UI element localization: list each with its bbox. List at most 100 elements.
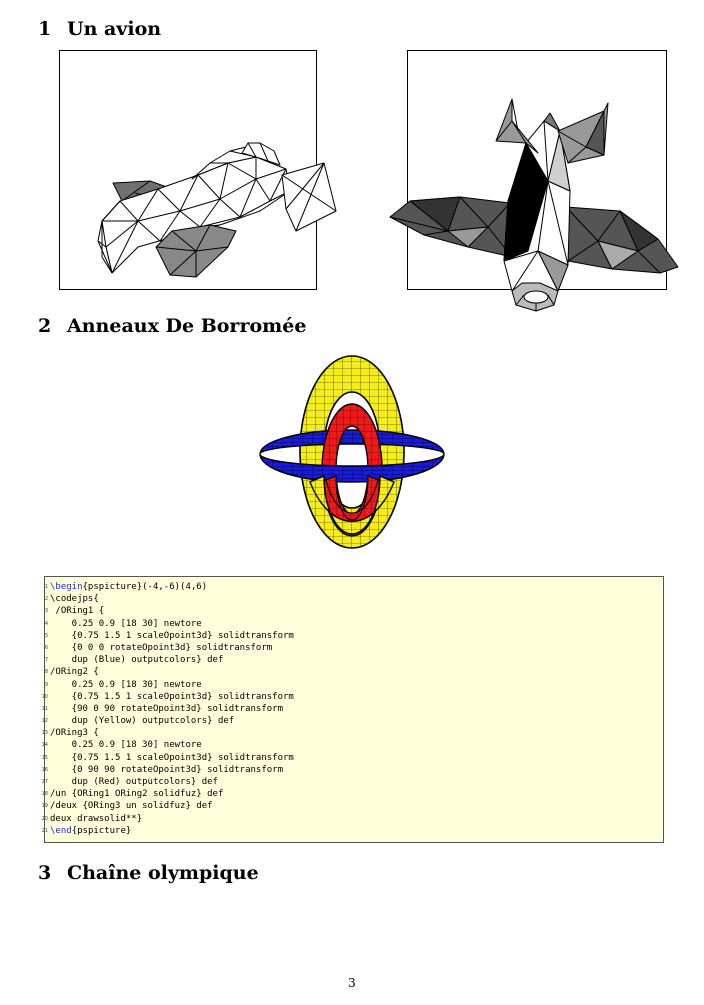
section-title: Un avion — [67, 18, 162, 40]
code-content: /ORing2 { — [50, 667, 99, 678]
code-line: 10 {0.75 1.5 1 scaleOpoint3d} solidtrans… — [42, 691, 663, 703]
code-text: {90 0 90 rotateOpoint3d} solidtransform — [50, 703, 283, 715]
code-line: 6 {0 0 0 rotateOpoint3d} solidtransform — [45, 642, 663, 654]
line-number: 10 — [41, 693, 48, 700]
code-line: 4 0.25 0.9 [18 30] newtore — [45, 618, 663, 630]
blue-ring-back — [259, 429, 445, 455]
yellow-ring-front — [309, 474, 395, 535]
code-text: {0 0 0 rotateOpoint3d} solidtransform — [50, 642, 273, 654]
code-keyword: \end — [50, 825, 72, 836]
section-number: 2 — [38, 315, 52, 337]
line-number: 18 — [41, 791, 48, 798]
code-line: 19/deux {ORing3 un solidfuz} def — [42, 800, 663, 812]
section-number: 1 — [38, 18, 52, 40]
code-line: 1\begin{pspicture}(-4,-6)(4,6) — [45, 581, 663, 593]
line-number: 15 — [41, 754, 48, 761]
line-number: 1 — [44, 584, 48, 590]
code-content: {90 0 90 rotateOpoint3d} solidtransform — [50, 703, 283, 714]
section-title: Anneaux De Borromée — [67, 315, 307, 337]
red-ring-front — [325, 475, 379, 521]
code-line: 16 {0 90 90 rotateOpoint3d} solidtransfo… — [42, 764, 663, 776]
code-line: 8/ORing2 { — [45, 666, 663, 678]
code-listing: 1\begin{pspicture}(-4,-6)(4,6)2\codejps{… — [42, 576, 664, 843]
code-content: {0.75 1.5 1 scaleOpoint3d} solidtransfor… — [50, 630, 294, 641]
code-content: /ORing1 { — [50, 606, 105, 617]
code-line: 2\codejps{ — [45, 593, 663, 605]
line-number: 17 — [41, 779, 48, 785]
line-number: 5 — [44, 632, 48, 639]
airplane-wireframe-drawing — [97, 142, 337, 278]
code-line: 17 dup (Red) outputcolors} def — [42, 776, 663, 788]
airplane-wireframe-figure — [59, 50, 337, 290]
code-text: dup (Blue) outputcolors} def — [50, 654, 224, 666]
line-number: 4 — [44, 620, 48, 627]
code-text: \begin{pspicture}(-4,-6)(4,6) — [50, 581, 207, 593]
code-content: 0.25 0.9 [18 30] newtore — [50, 679, 202, 690]
code-content: dup (Blue) outputcolors} def — [50, 655, 224, 666]
code-content: /deux {ORing3 un solidfuz} def — [50, 801, 213, 812]
line-number: 6 — [44, 644, 48, 651]
code-text: 0.25 0.9 [18 30] newtore — [50, 739, 202, 751]
code-content: dup (Yellow) outputcolors} def — [50, 716, 235, 727]
code-text: 0.25 0.9 [18 30] newtore — [50, 618, 202, 630]
code-content: /ORing3 { — [50, 728, 99, 739]
code-text: {0.75 1.5 1 scaleOpoint3d} solidtransfor… — [50, 691, 294, 703]
section-number: 3 — [38, 862, 52, 884]
airplane-shaded-drawing — [389, 98, 679, 312]
line-number: 3 — [44, 608, 48, 615]
line-number: 14 — [41, 742, 48, 749]
code-content: 0.25 0.9 [18 30] newtore — [50, 618, 202, 629]
code-text: /ORing2 { — [50, 666, 99, 678]
code-content: deux drawsolid**} — [50, 813, 143, 824]
code-line: 18/un {ORing1 ORing2 solidfuz} def — [42, 788, 663, 800]
code-line: 9 0.25 0.9 [18 30] newtore — [45, 679, 663, 691]
line-number: 20 — [41, 815, 48, 822]
code-content: {0 0 0 rotateOpoint3d} solidtransform — [50, 642, 273, 653]
code-content: /un {ORing1 ORing2 solidfuz} def — [50, 789, 224, 800]
code-text: dup (Red) outputcolors} def — [50, 776, 218, 788]
line-number: 7 — [44, 657, 48, 664]
borromean-rings-drawing — [259, 355, 445, 549]
code-line: 5 {0.75 1.5 1 scaleOpoint3d} solidtransf… — [45, 630, 663, 642]
code-text: dup (Yellow) outputcolors} def — [50, 715, 235, 727]
code-line: 7 dup (Blue) outputcolors} def — [45, 654, 663, 666]
code-text: deux drawsolid**} — [50, 813, 142, 825]
section-heading-2: 2 Anneaux De Borromée — [38, 315, 306, 337]
line-number: 12 — [41, 718, 48, 725]
blue-ring-front — [259, 453, 445, 483]
code-line: 12 dup (Yellow) outputcolors} def — [42, 715, 663, 727]
code-line: 14 0.25 0.9 [18 30] newtore — [42, 739, 663, 751]
code-keyword: \begin — [50, 582, 83, 592]
code-text: /ORing1 { — [50, 605, 104, 617]
code-text: \end{pspicture} — [50, 825, 131, 837]
line-number: 9 — [44, 681, 48, 688]
code-text: /deux {ORing3 un solidfuz} def — [50, 800, 213, 812]
code-content: {0 90 90 rotateOpoint3d} solidtransform — [50, 764, 283, 775]
code-text: {0.75 1.5 1 scaleOpoint3d} solidtransfor… — [50, 752, 294, 764]
code-text: /un {ORing1 ORing2 solidfuz} def — [50, 788, 223, 800]
line-number: 13 — [41, 730, 48, 737]
code-text: \codejps{ — [50, 593, 99, 605]
line-number: 8 — [44, 669, 48, 676]
code-line: 13/ORing3 { — [42, 727, 663, 739]
code-content: {pspicture} — [71, 825, 132, 836]
code-line: 21\end{pspicture} — [42, 825, 663, 837]
code-content: dup (Red) outputcolors} def — [50, 777, 218, 787]
line-number: 11 — [41, 705, 48, 712]
code-text: {0.75 1.5 1 scaleOpoint3d} solidtransfor… — [50, 630, 294, 642]
code-text: /ORing3 { — [50, 727, 99, 739]
code-line: 15 {0.75 1.5 1 scaleOpoint3d} solidtrans… — [42, 752, 663, 764]
code-line: 11 {90 0 90 rotateOpoint3d} solidtransfo… — [42, 703, 663, 715]
page-number: 3 — [348, 976, 356, 990]
code-content: \codejps{ — [50, 594, 99, 605]
section-heading-1: 1 Un avion — [38, 18, 161, 40]
code-text: {0 90 90 rotateOpoint3d} solidtransform — [50, 764, 283, 776]
line-number: 21 — [41, 827, 48, 834]
code-text: 0.25 0.9 [18 30] newtore — [50, 679, 202, 691]
code-content: {0.75 1.5 1 scaleOpoint3d} solidtransfor… — [50, 691, 294, 702]
airplane-shaded-figure — [389, 50, 679, 312]
line-number: 2 — [44, 596, 48, 603]
code-content: 0.25 0.9 [18 30] newtore — [50, 740, 202, 751]
